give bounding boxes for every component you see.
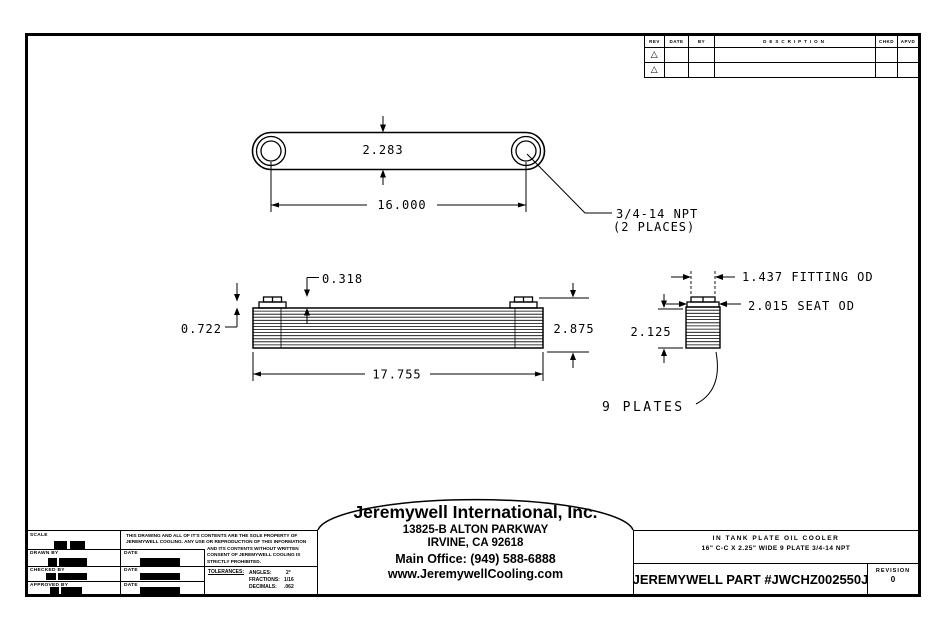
title-block-left: SCALE DRAWN BY CHECKED BY APPROVED BY DA… [28, 530, 318, 595]
scale-label: SCALE [30, 533, 48, 538]
redacted-checked-by-value [46, 573, 56, 580]
drawing-frame [25, 33, 921, 597]
company-name: Jeremywell International, Inc. [353, 502, 598, 522]
redacted-checked-date-value [140, 573, 180, 580]
angles-tolerance-value: 2° [286, 570, 291, 576]
drawn-by-label: DRAWN BY [30, 551, 59, 556]
by-header: BY [689, 36, 715, 48]
revision-label: REVISION [875, 568, 911, 574]
description-header: DESCRIPTION [715, 36, 876, 48]
part-number-row: JEREMYWELL PART #JWCHZ002550J REVISION 0 [633, 563, 918, 594]
title-block-right: IN TANK PLATE OIL COOLER 16" C-C X 2.25"… [633, 530, 918, 594]
redacted-scale-value [54, 541, 67, 549]
revision-delta-icon: △ [650, 64, 659, 75]
revision-table: REV DATE BY DESCRIPTION CHKD APVD △ △ [644, 36, 918, 78]
redacted-approved-by-value [61, 587, 82, 594]
redacted-drawn-by-value [59, 558, 87, 566]
date-label: DATE [124, 583, 138, 588]
company-address-line2: IRVINE, CA 92618 [427, 537, 524, 549]
decimals-tolerance-label: DECIMALS: [249, 584, 277, 590]
company-phone: Main Office: (949) 588-6888 [395, 552, 556, 566]
company-website: www.JeremywellCooling.com [387, 567, 564, 581]
redacted-approved-by-value [50, 587, 59, 594]
apvd-header: APVD [898, 36, 918, 48]
date-label: DATE [124, 568, 138, 573]
angles-tolerance-label: ANGLES: [249, 570, 272, 576]
revision-table-header: REV DATE BY DESCRIPTION CHKD APVD [645, 36, 918, 48]
revision-box: REVISION 0 [868, 564, 918, 594]
part-description-line2: 16" C-C X 2.25" WIDE 9 PLATE 3/4-14 NPT [701, 545, 851, 552]
checked-by-label: CHECKED BY [30, 568, 65, 573]
redacted-drawn-date-value [140, 558, 180, 566]
proprietary-notice-part2: AND ITS CONTENTS WITHOUT WRITTEN CONSENT… [207, 546, 301, 564]
tolerances-label: TOLERANCES: [208, 569, 245, 575]
approved-by-label: APPROVED BY [30, 583, 69, 588]
redacted-scale-value [70, 541, 85, 549]
fractions-tolerance-label: FRACTIONS: [249, 577, 280, 583]
rev-header: REV [645, 36, 665, 48]
revision-value: 0 [890, 575, 896, 584]
company-block: Jeremywell International, Inc. 13825-B A… [318, 495, 633, 594]
revision-row: △ [645, 48, 918, 63]
date-label: DATE [124, 551, 138, 556]
date-header: DATE [665, 36, 689, 48]
part-description: IN TANK PLATE OIL COOLER 16" C-C X 2.25"… [634, 531, 918, 563]
proprietary-notice-part1: THIS DRAWING AND ALL OF IT'S CONTENTS AR… [126, 533, 307, 545]
fractions-tolerance-value: 1/16 [284, 577, 294, 583]
redacted-checked-by-value [58, 573, 87, 580]
chkd-header: CHKD [876, 36, 898, 48]
redacted-drawn-by-value [48, 558, 57, 566]
part-description-line1: IN TANK PLATE OIL COOLER [712, 535, 840, 542]
revision-row: △ [645, 63, 918, 77]
decimals-tolerance-value: .062 [284, 584, 294, 590]
revision-delta-icon: △ [650, 49, 659, 60]
company-address-line1: 13825-B ALTON PARKWAY [402, 524, 549, 536]
part-number: JEREMYWELL PART #JWCHZ002550J [633, 564, 868, 594]
redacted-approved-date-value [140, 587, 180, 594]
